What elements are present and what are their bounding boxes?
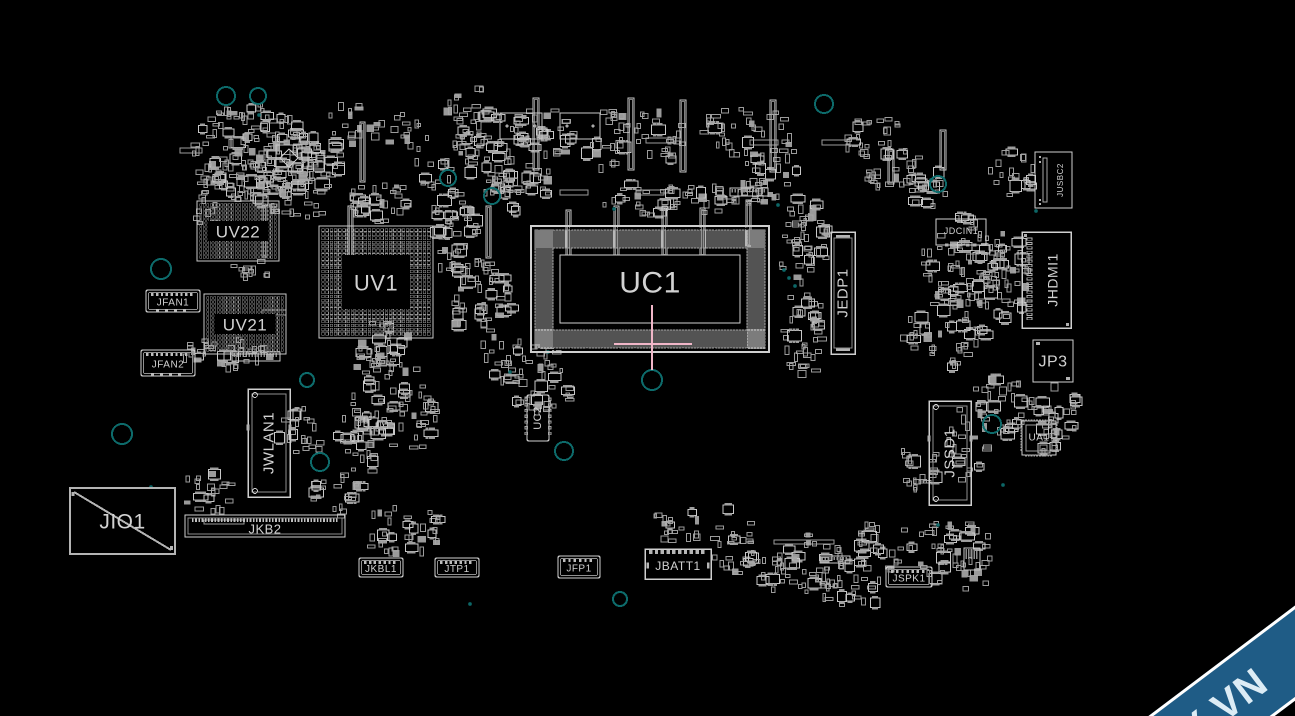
mounting-hole xyxy=(299,372,315,388)
highlighted-net-layer xyxy=(614,305,692,370)
via-dot xyxy=(793,284,797,288)
via-dot xyxy=(1001,483,1005,487)
component-label: UV1 xyxy=(354,271,398,296)
component-label: JP3 xyxy=(1038,354,1067,371)
component-jfp1[interactable] xyxy=(557,555,601,579)
component-jtp1[interactable] xyxy=(434,557,480,578)
component-label: JBATT1 xyxy=(655,559,700,573)
component-jkb2[interactable] xyxy=(184,514,346,538)
component-jfan2[interactable] xyxy=(140,349,196,377)
component-label: UC1 xyxy=(619,267,681,300)
component-label: JUSBC2 xyxy=(1056,163,1065,197)
component-uc1[interactable] xyxy=(530,225,770,353)
component-label: JHDMI1 xyxy=(1045,253,1061,307)
via-dot xyxy=(508,370,512,374)
component-label: UV22 xyxy=(216,223,261,242)
component-jssd1[interactable] xyxy=(927,400,973,506)
via-dot xyxy=(468,602,472,606)
via-dot xyxy=(936,523,940,527)
mounting-hole xyxy=(814,94,834,114)
component-ua1[interactable] xyxy=(1020,419,1058,457)
component-label: UA1 xyxy=(1029,433,1050,444)
component-label: JSSD1 xyxy=(942,428,959,477)
component-label: UC2 xyxy=(532,406,544,430)
component-label: JSPK1 xyxy=(892,574,925,585)
via-dot xyxy=(257,113,261,117)
via-dot xyxy=(929,178,933,182)
component-jusbc2[interactable] xyxy=(1034,151,1073,209)
via-dot xyxy=(776,203,780,207)
component-label: UV21 xyxy=(223,316,268,335)
component-label: JWLAN1 xyxy=(261,412,278,474)
component-label: JEDP1 xyxy=(835,268,852,317)
component-uc2[interactable] xyxy=(524,394,552,442)
mounting-hole xyxy=(612,591,628,607)
via-dot xyxy=(1034,209,1038,213)
component-label: JIO1 xyxy=(99,511,145,534)
component-label: JDCIN1 xyxy=(944,226,979,236)
component-jspk1[interactable] xyxy=(885,566,933,588)
mounting-hole xyxy=(483,187,501,205)
component-label: JFP1 xyxy=(566,564,591,575)
via-dot xyxy=(782,268,786,272)
component-jedp1[interactable] xyxy=(830,231,856,355)
component-jhdmi1[interactable] xyxy=(1021,231,1072,329)
component-uv22[interactable] xyxy=(196,200,280,262)
component-label: JKBL1 xyxy=(365,564,397,575)
component-label: JFAN2 xyxy=(152,360,185,371)
mounting-hole xyxy=(554,441,574,461)
component-label: JFAN1 xyxy=(157,298,190,309)
component-uv21[interactable] xyxy=(203,293,287,355)
component-jio1[interactable] xyxy=(69,487,176,555)
component-label: JTP1 xyxy=(444,564,469,575)
mounting-hole xyxy=(929,175,947,193)
component-jkbl1[interactable] xyxy=(358,557,404,578)
mounting-hole xyxy=(439,169,457,187)
mounting-hole xyxy=(216,86,236,106)
component-uv1[interactable] xyxy=(318,225,434,339)
component-jwlan1[interactable] xyxy=(246,388,292,498)
component-jfan1[interactable] xyxy=(145,289,201,313)
mounting-hole xyxy=(249,87,267,105)
component-label: JKB2 xyxy=(248,522,281,537)
mounting-hole xyxy=(150,258,172,280)
via-dot xyxy=(612,207,616,211)
mounting-hole xyxy=(310,452,330,472)
mounting-hole xyxy=(982,414,1002,434)
mounting-hole xyxy=(111,423,133,445)
component-jbatt1[interactable] xyxy=(644,548,712,580)
via-dot xyxy=(787,276,791,280)
component-jp3[interactable] xyxy=(1032,339,1074,383)
component-jdcin1[interactable] xyxy=(935,218,987,247)
